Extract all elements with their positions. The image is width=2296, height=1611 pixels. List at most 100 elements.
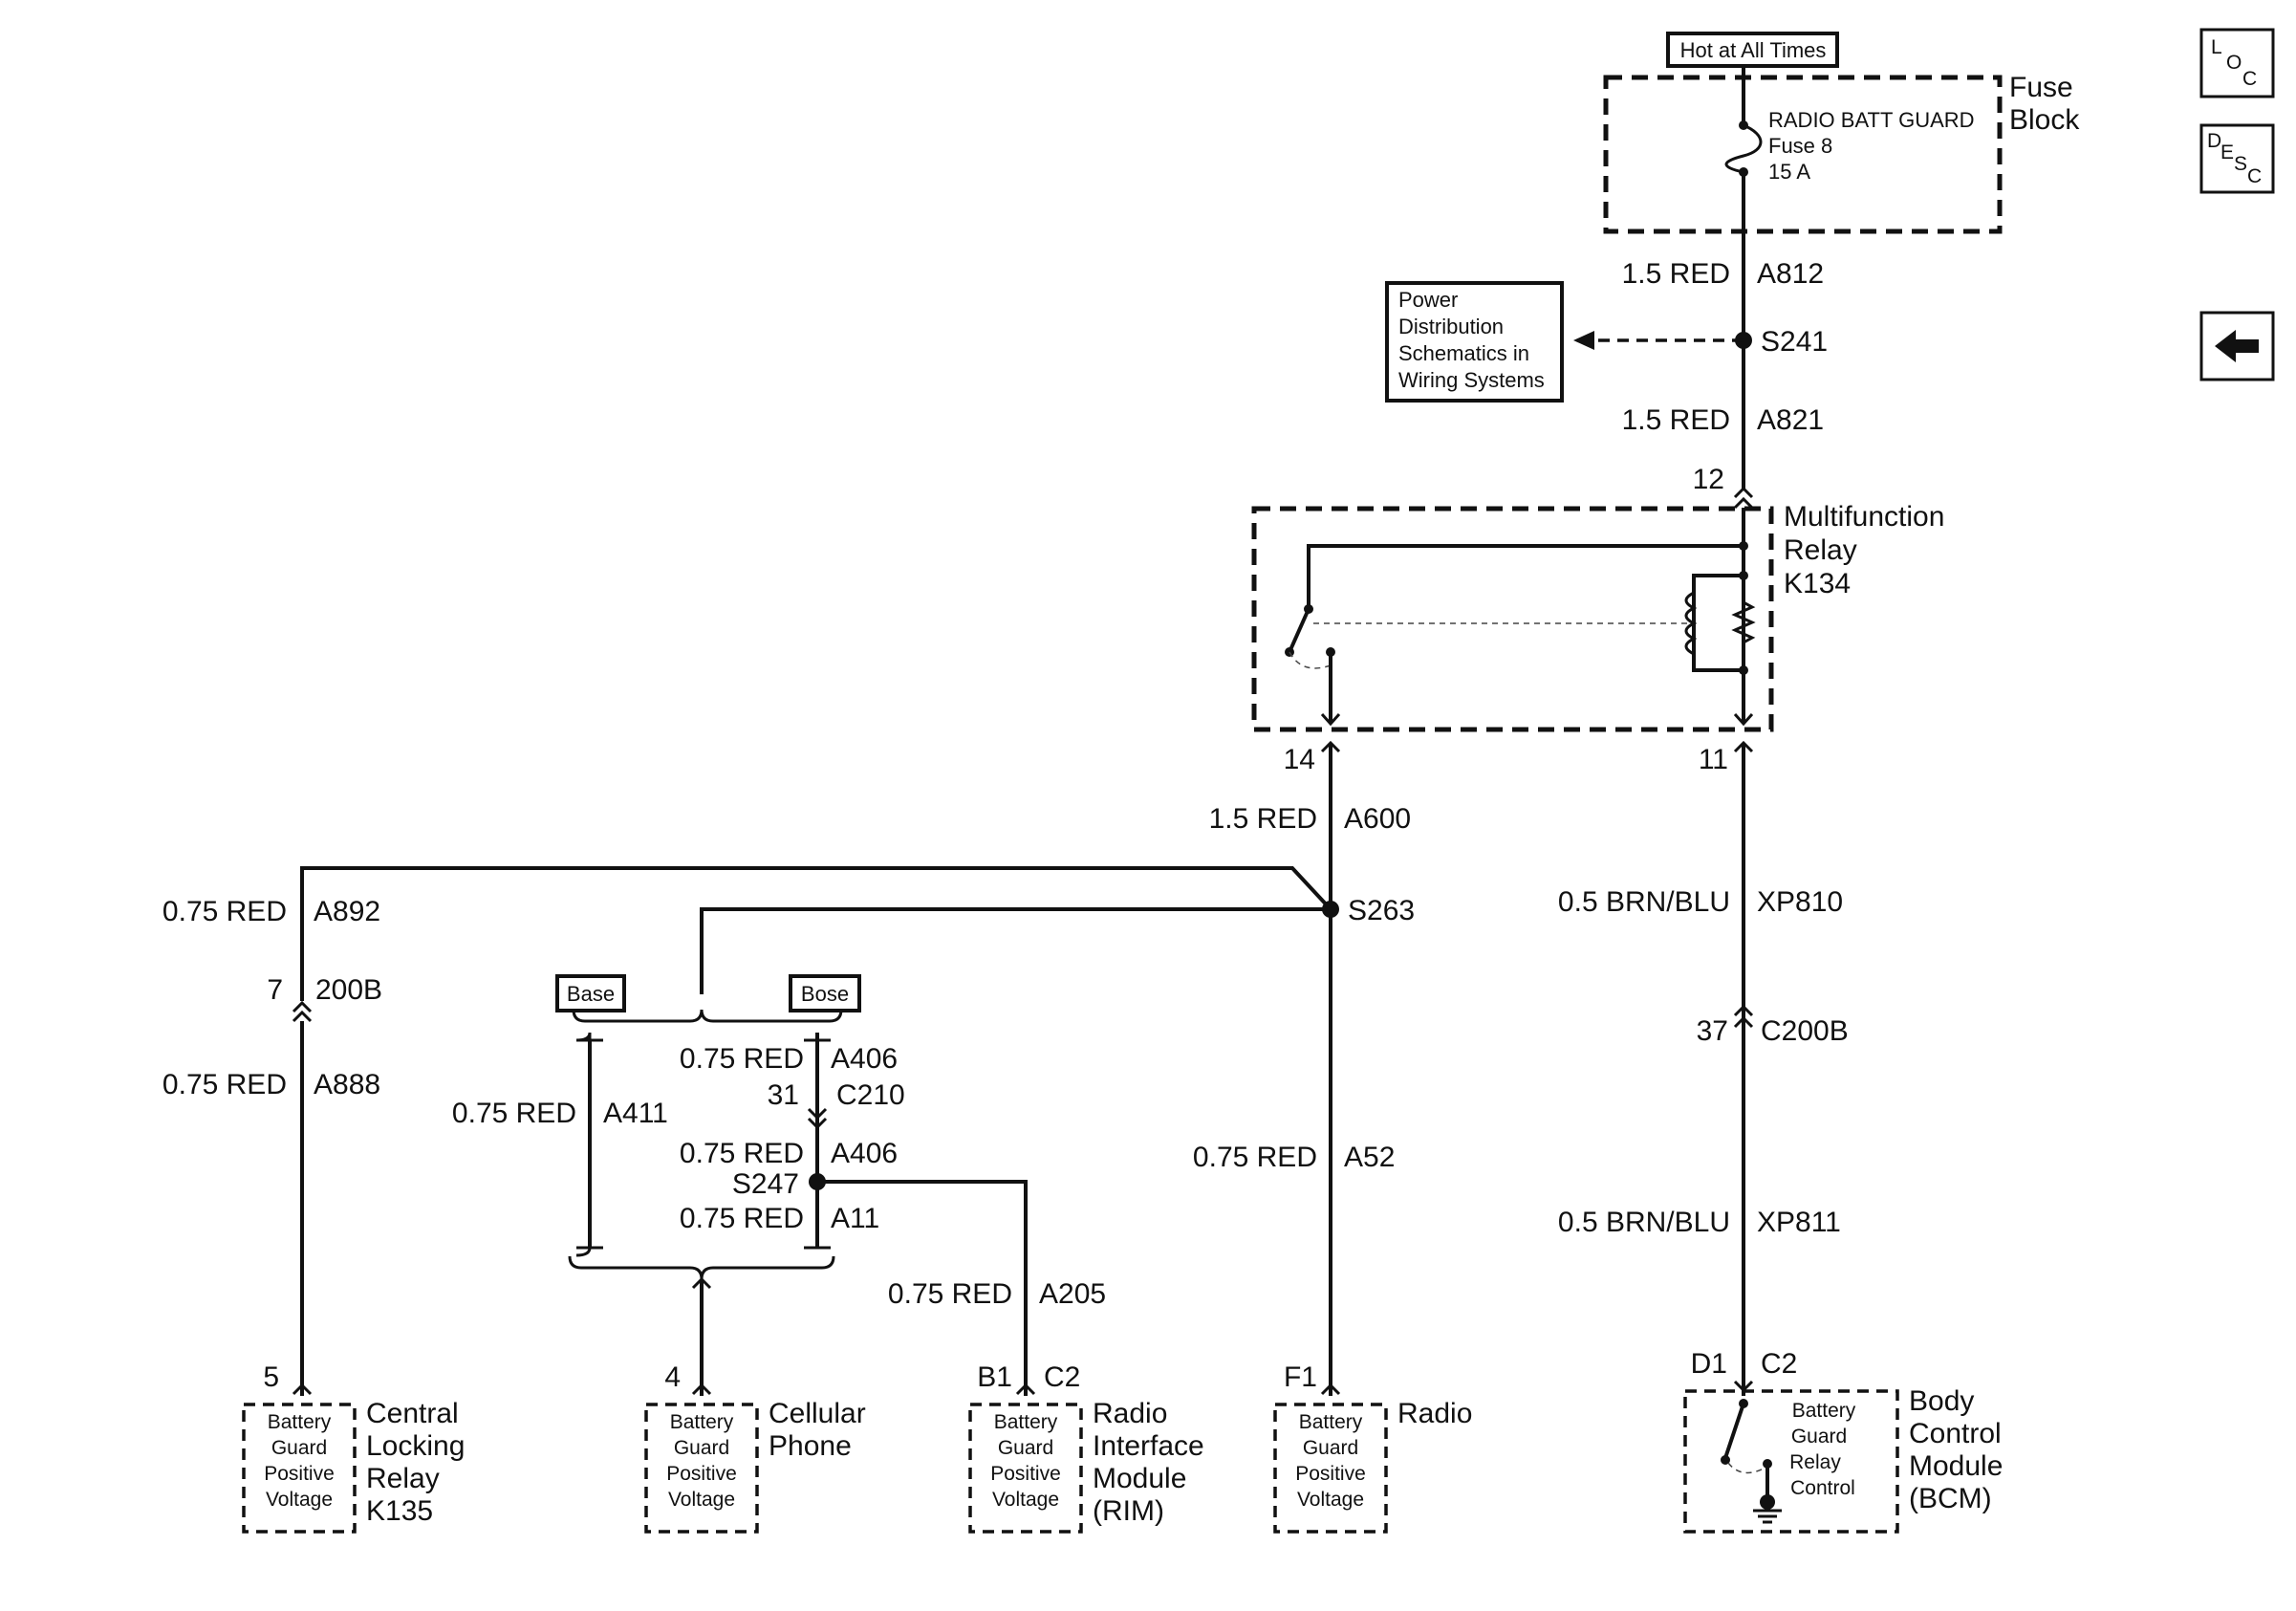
connector-c210-pin: 31	[768, 1079, 799, 1111]
fuse-name: RADIO BATT GUARD	[1768, 108, 1975, 132]
component-5-name-2: Control	[1909, 1418, 2002, 1449]
wire-xp810-circuit: XP810	[1757, 886, 1843, 918]
relay-out-11-arrow	[1733, 712, 1754, 727]
component-3-inner-4: Voltage	[992, 1489, 1059, 1511]
connector-200b-symbol	[292, 1000, 313, 1013]
component-5-pin: D1	[1691, 1348, 1727, 1380]
component-3-connector: C2	[1044, 1361, 1080, 1393]
loc-letter-l: L	[2211, 36, 2222, 58]
option-bose-box	[789, 974, 861, 1012]
component-3-inner-2: Guard	[998, 1437, 1053, 1459]
connector-c200b-right-symbol	[1733, 1004, 1754, 1017]
hot-at-all-times-box	[1666, 32, 1839, 68]
component-4-inner-3: Positive	[1295, 1463, 1366, 1485]
option-bose-label: Bose	[801, 982, 849, 1006]
wire-xp811-gauge: 0.5 BRN/BLU	[1558, 1207, 1730, 1238]
wire-a888-gauge: 0.75 RED	[162, 1069, 287, 1100]
relay-out-14-arrow	[1320, 712, 1341, 727]
component-5-outline	[1683, 1389, 1899, 1534]
component-3-pin: B1	[977, 1361, 1012, 1393]
relay-coil-icon	[1684, 591, 1698, 656]
wire-cell-cap	[691, 1276, 712, 1290]
option-base-label: Base	[567, 982, 615, 1006]
desc-letter-e: E	[2220, 142, 2234, 163]
loc-button-frame[interactable]	[2199, 28, 2275, 98]
component-4-pin: F1	[1284, 1361, 1317, 1393]
wire-a892	[300, 866, 1332, 1001]
fuse-number: Fuse 8	[1768, 134, 1832, 158]
relay-name-2: Relay	[1784, 534, 1857, 566]
relay-name-3: K134	[1784, 568, 1851, 599]
desc-letter-c: C	[2247, 165, 2262, 187]
relay-resistor-icon	[1731, 600, 1756, 644]
wire-a411-gauge: 0.75 RED	[452, 1098, 576, 1129]
wire-a821-circuit: A821	[1757, 404, 1824, 436]
wire-a600-circuit: A600	[1344, 803, 1411, 835]
connector-c210-symbol-2	[807, 1117, 828, 1130]
component-4-name-1: Radio	[1397, 1398, 1472, 1429]
wire-a411-circuit: A411	[603, 1098, 668, 1129]
component-3-connector-symbol	[1015, 1382, 1036, 1396]
component-2-name-2: Phone	[769, 1430, 852, 1462]
component-2-inner-1: Battery	[670, 1411, 734, 1433]
connector-c200b-right-name: C200B	[1761, 1015, 1849, 1047]
component-1-inner-3: Positive	[264, 1463, 335, 1485]
relay-switch-feed	[1307, 544, 1744, 609]
wire-xp811-circuit: XP811	[1757, 1207, 1841, 1238]
wire-xp810-gauge: 0.5 BRN/BLU	[1558, 886, 1730, 918]
component-3-outline	[968, 1403, 1083, 1534]
component-5-inner-4: Control	[1790, 1477, 1855, 1499]
bcm-switch-blade	[1723, 1403, 1745, 1459]
component-3-inner-1: Battery	[994, 1411, 1058, 1433]
relay-pin-14: 14	[1284, 744, 1315, 775]
component-4-connector-symbol	[1320, 1382, 1341, 1396]
connector-200b-symbol-2	[292, 1010, 313, 1023]
wire-a11-circuit: A11	[831, 1203, 879, 1234]
component-1-name-3: Relay	[366, 1463, 440, 1494]
relay-switch-blade	[1288, 608, 1310, 653]
reference-line-4: Wiring Systems	[1398, 368, 1545, 392]
splice-s247-label: S247	[732, 1168, 799, 1200]
fuse-symbol	[1724, 123, 1763, 174]
component-1-inner-1: Battery	[268, 1411, 332, 1433]
component-5-connector: C2	[1761, 1348, 1797, 1380]
component-4-inner-4: Voltage	[1297, 1489, 1364, 1511]
wire-a205-gauge: 0.75 RED	[888, 1278, 1012, 1310]
relay-coil-loop	[1692, 574, 1744, 672]
wire-a812-circuit: A812	[1757, 258, 1824, 290]
connector-200b-name: 200B	[315, 974, 382, 1006]
component-1-name-2: Locking	[366, 1430, 465, 1462]
relay-pin-12: 12	[1693, 464, 1724, 495]
component-2-outline	[644, 1403, 759, 1534]
component-5-name-1: Body	[1909, 1385, 1974, 1417]
splice-s241-label: S241	[1761, 326, 1828, 358]
wire-a892-circuit: A892	[314, 896, 380, 927]
option-bottom-brace	[568, 1255, 835, 1280]
connector-c200b-right-symbol-2	[1733, 1015, 1754, 1029]
component-5-inner-1: Battery	[1792, 1400, 1856, 1422]
desc-button[interactable]: D E S C	[2199, 123, 2275, 194]
wire-a892-gauge: 0.75 RED	[162, 896, 287, 927]
component-5-inner-3: Relay	[1789, 1451, 1841, 1473]
component-4-inner-1: Battery	[1299, 1411, 1363, 1433]
reference-line-2: Distribution	[1398, 315, 1504, 338]
relay-k134-outline	[1251, 506, 1774, 732]
fuse-block-label-1: Fuse	[2009, 72, 2073, 103]
component-4-outline	[1273, 1403, 1388, 1534]
loc-letter-c: C	[2242, 68, 2257, 90]
option-top-brace	[572, 1009, 843, 1023]
bcm-switch-travel	[1727, 1462, 1766, 1474]
component-5-inner-2: Guard	[1791, 1426, 1847, 1448]
wire-a406-top-gauge: 0.75 RED	[680, 1043, 804, 1075]
power-distribution-reference-box[interactable]	[1385, 281, 1564, 403]
component-1-pin: 5	[263, 1361, 279, 1393]
fuse-block-outline	[1603, 75, 2003, 234]
wire-a406-top-circuit: A406	[831, 1043, 898, 1075]
wire-a411-bracket	[575, 1032, 592, 1257]
component-3-name-4: (RIM)	[1093, 1495, 1164, 1527]
back-button[interactable]	[2199, 311, 2275, 381]
desc-button-frame[interactable]	[2199, 123, 2275, 194]
component-3-name-3: Module	[1093, 1463, 1186, 1494]
wire-a205	[817, 1180, 1028, 1396]
loc-button[interactable]: L O C	[2199, 28, 2275, 98]
